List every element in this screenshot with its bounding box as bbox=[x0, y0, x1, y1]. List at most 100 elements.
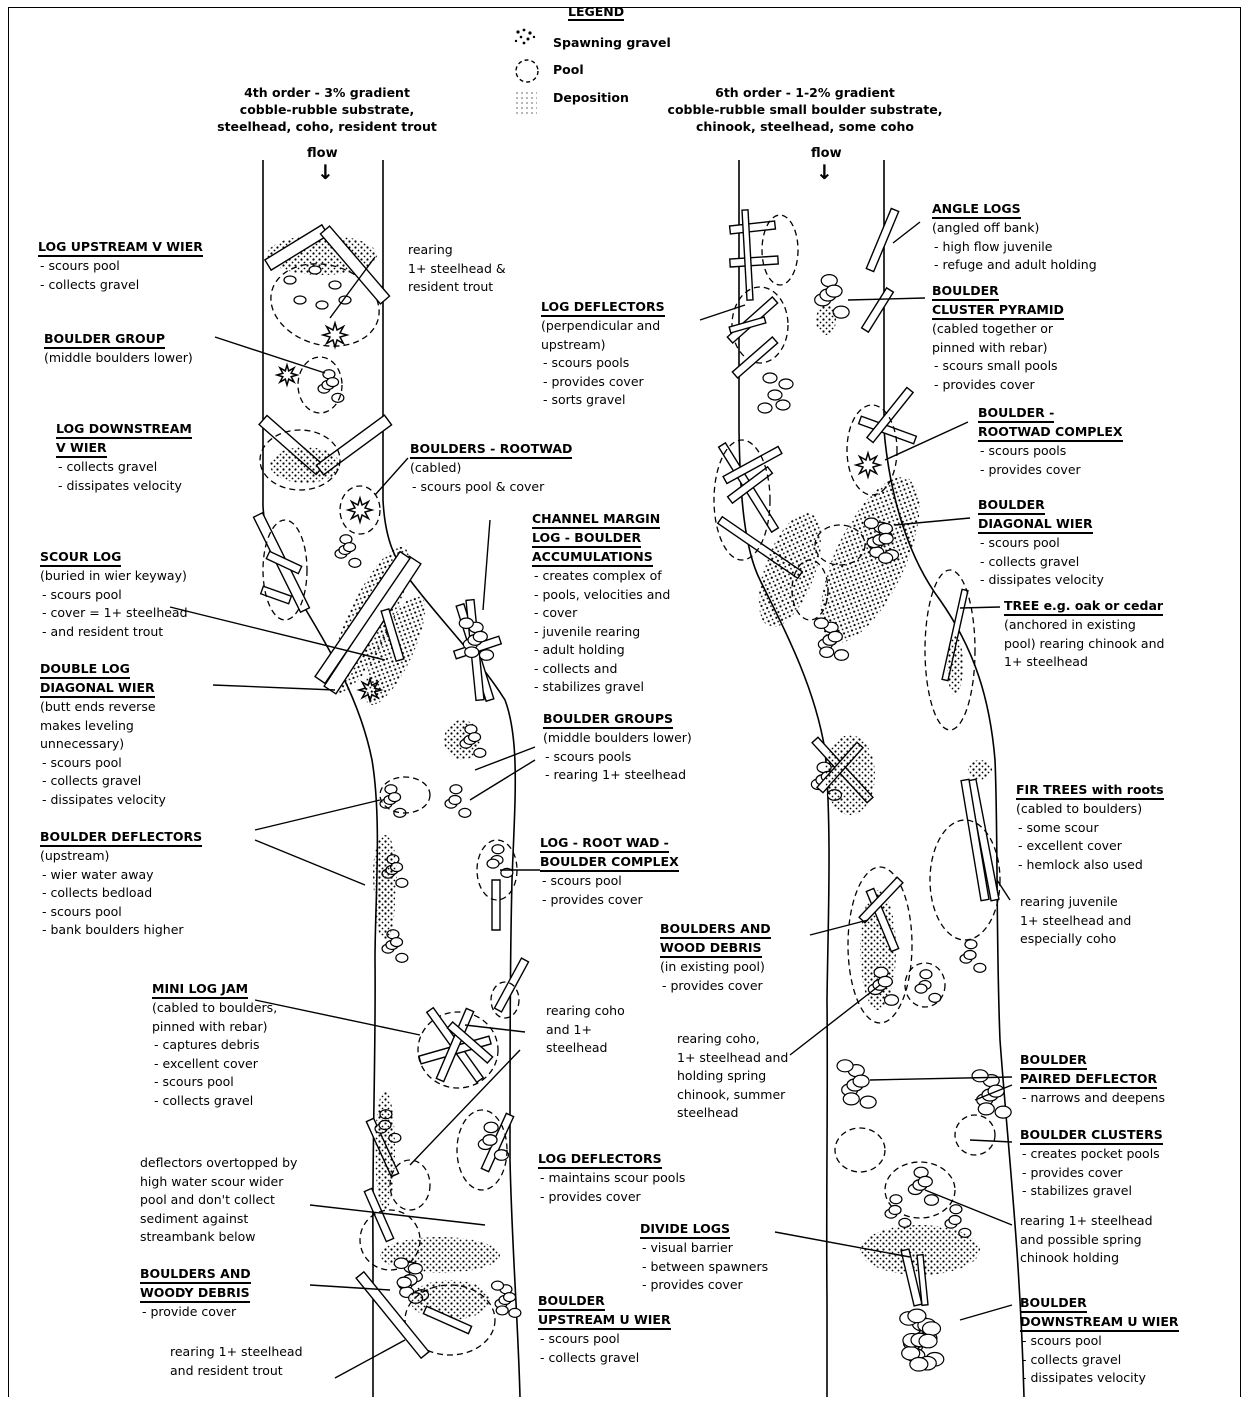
label-boulders-and-woody-debris: BOULDERS ANDWOODY DEBRISprovide cover bbox=[140, 1265, 251, 1322]
label-bullet: adult holding bbox=[532, 641, 670, 660]
boulder-shape bbox=[814, 618, 828, 629]
label-subtext: (cabled) bbox=[410, 459, 572, 478]
label-subtext: 1+ steelhead and bbox=[677, 1049, 788, 1068]
label-title: BOULDER GROUP bbox=[44, 331, 165, 349]
boulder-shape bbox=[396, 953, 408, 962]
boulder-shape bbox=[487, 859, 499, 868]
label-title: LOG DOWNSTREAM bbox=[56, 421, 192, 439]
log-shape bbox=[862, 288, 894, 332]
label-title: LOG - ROOT WAD - bbox=[540, 835, 669, 853]
boulder-shape bbox=[492, 1281, 504, 1290]
leader-arrow bbox=[885, 422, 968, 460]
label-boulder-clusters: BOULDER CLUSTERScreates pocket poolsprov… bbox=[1020, 1126, 1163, 1201]
label-title: ACCUMULATIONS bbox=[532, 549, 653, 567]
boulder-shape bbox=[397, 1277, 411, 1288]
leader-arrow bbox=[790, 985, 880, 1055]
label-log-root-wad-boulder-complex: LOG - ROOT WAD -BOULDER COMPLEXscours po… bbox=[540, 834, 679, 909]
label-boulder-deflectors: BOULDER DEFLECTORS(upstream)wier water a… bbox=[40, 828, 202, 940]
label-title: BOULDER bbox=[538, 1293, 605, 1311]
label-fir-trees: FIR TREES with roots(cabled to boulders)… bbox=[1016, 781, 1164, 874]
label-bullet: scours pool bbox=[152, 1073, 277, 1092]
label-title: BOULDERS AND bbox=[660, 921, 771, 939]
pool-icon bbox=[516, 60, 538, 82]
label-title: SCOUR LOG bbox=[40, 549, 121, 567]
log-shape bbox=[730, 256, 778, 267]
left-header-line: cobble-rubble substrate, bbox=[196, 101, 458, 118]
label-subtext: chinook, summer bbox=[677, 1086, 788, 1105]
label-bullet: some scour bbox=[1016, 819, 1164, 838]
label-scour-log: SCOUR LOG(buried in wier keyway)scours p… bbox=[40, 548, 188, 641]
label-bullet: scours pool bbox=[538, 1330, 671, 1349]
label-subtext: (perpendicular and bbox=[541, 317, 665, 336]
boulder-shape bbox=[492, 845, 504, 854]
down-arrow-icon: ↓ bbox=[811, 161, 842, 183]
boulder-shape bbox=[459, 808, 471, 817]
label-mini-log-jam: MINI LOG JAM(cabled to boulders,pinned w… bbox=[152, 980, 277, 1110]
boulder-shape bbox=[408, 1263, 422, 1274]
label-title: ROOTWAD COMPLEX bbox=[978, 424, 1123, 442]
label-bullet: collects gravel bbox=[1020, 1351, 1179, 1370]
leader-arrow bbox=[925, 1190, 1012, 1225]
label-title: BOULDER bbox=[932, 283, 999, 301]
label-bullet: hemlock also used bbox=[1016, 856, 1164, 875]
label-subtext: pool and don't collect bbox=[140, 1191, 297, 1210]
boulder-shape bbox=[465, 647, 479, 658]
label-title: BOULDER DEFLECTORS bbox=[40, 829, 202, 847]
boulder-shape bbox=[974, 963, 986, 972]
label-subtext: 1+ steelhead bbox=[1004, 653, 1164, 672]
boulder-shape bbox=[972, 1070, 988, 1082]
label-subtext: sediment against bbox=[140, 1210, 297, 1229]
label-subtext: pool) rearing chinook and bbox=[1004, 635, 1164, 654]
label-subtext: high water scour wider bbox=[140, 1173, 297, 1192]
label-bullet: scours pool bbox=[40, 903, 202, 922]
label-subtext: and 1+ bbox=[546, 1021, 625, 1040]
label-bullet: narrows and deepens bbox=[1020, 1089, 1165, 1108]
label-subtext: (angled off bank) bbox=[932, 219, 1097, 238]
label-title: BOULDER bbox=[978, 497, 1045, 515]
right-header-line: cobble-rubble small boulder substrate, bbox=[655, 101, 955, 118]
cobble-shape bbox=[779, 379, 793, 389]
label-bullet: scours small pools bbox=[932, 357, 1064, 376]
label-bullet: collects gravel bbox=[56, 458, 192, 477]
boulder-shape bbox=[860, 1096, 876, 1108]
pool-outline bbox=[762, 215, 798, 285]
label-boulder-upstream-u-wier: BOULDERUPSTREAM U WIERscours poolcollect… bbox=[538, 1292, 671, 1367]
boulder-shape bbox=[332, 393, 344, 402]
label-subtext: pinned with rebar) bbox=[932, 339, 1064, 358]
boulder-shape bbox=[843, 1093, 859, 1105]
right-header-line: chinook, steelhead, some coho bbox=[655, 118, 955, 135]
label-subtext: makes leveling bbox=[40, 717, 166, 736]
leader-arrow bbox=[810, 920, 868, 935]
label-bullet: provides cover bbox=[540, 891, 679, 910]
label-title: BOULDERS AND bbox=[140, 1266, 251, 1284]
pool-outline bbox=[380, 777, 430, 813]
label-title: DOUBLE LOG bbox=[40, 661, 130, 679]
boulder-shape bbox=[391, 938, 403, 947]
boulder-shape bbox=[890, 1195, 902, 1204]
boulder-shape bbox=[450, 785, 462, 794]
label-subtext: rearing 1+ steelhead bbox=[1020, 1212, 1153, 1231]
label-subtext: 1+ steelhead & bbox=[408, 260, 506, 279]
label-bullet: provides cover bbox=[660, 977, 771, 996]
label-bullet: sorts gravel bbox=[541, 391, 665, 410]
label-bullet: collects gravel bbox=[38, 276, 203, 295]
label-title: DIVIDE LOGS bbox=[640, 1221, 730, 1239]
label-subtext: (cabled to boulders) bbox=[1016, 800, 1164, 819]
label-title: CHANNEL MARGIN bbox=[532, 511, 660, 529]
rootwad-shape bbox=[277, 365, 297, 385]
label-subtext: (middle boulders lower) bbox=[44, 349, 193, 368]
label-bullet: maintains scour pools bbox=[538, 1169, 685, 1188]
label-subtext: (in existing pool) bbox=[660, 958, 771, 977]
cobble-shape bbox=[284, 276, 296, 284]
label-title: LOG UPSTREAM V WIER bbox=[38, 239, 203, 257]
label-subtext: rearing coho bbox=[546, 1002, 625, 1021]
boulder-shape bbox=[469, 733, 481, 742]
label-title: WOOD DEBRIS bbox=[660, 940, 762, 958]
label-title: BOULDERS - ROOTWAD bbox=[410, 441, 572, 459]
cobble-shape bbox=[316, 301, 328, 309]
label-bullet: between spawners bbox=[640, 1258, 768, 1277]
boulder-shape bbox=[826, 285, 842, 297]
label-bullet: refuge and adult holding bbox=[932, 256, 1097, 275]
label-subtext: (middle boulders lower) bbox=[543, 729, 692, 748]
label-bullet: stabilizes gravel bbox=[532, 678, 670, 697]
